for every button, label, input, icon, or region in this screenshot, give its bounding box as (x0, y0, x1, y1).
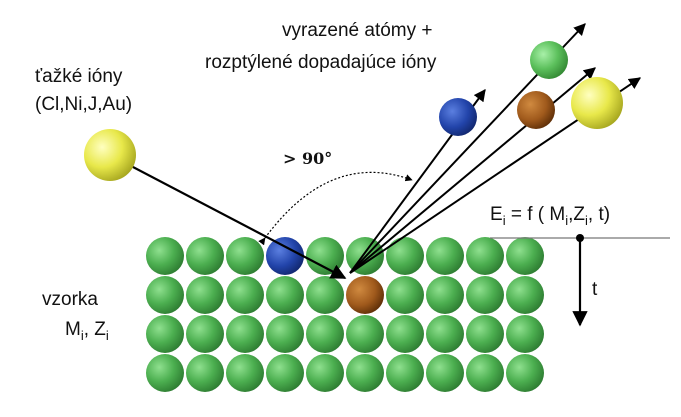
lattice-atom (146, 237, 184, 275)
incident-trajectory-arrow (109, 154, 347, 279)
incident-ion-yellow (84, 129, 136, 181)
lattice-atom (386, 237, 424, 275)
angle-arc (258, 171, 413, 246)
lattice-atom (386, 276, 424, 314)
lattice-atom (226, 276, 264, 314)
lattice-atom (386, 354, 424, 392)
lattice-atom (426, 354, 464, 392)
lattice-atom (186, 237, 224, 275)
angle-label: > 90° (283, 149, 332, 168)
surface-atom-blue (266, 237, 304, 275)
ejected-label-line1: vyrazené atómy + (282, 20, 433, 41)
depth-label: t (592, 279, 598, 300)
lattice-atom (146, 354, 184, 392)
lattice-atom (506, 276, 544, 314)
ejected-atom-green (530, 41, 568, 79)
lattice-atom (506, 237, 544, 275)
lattice-atom (426, 315, 464, 353)
lattice-atom (346, 354, 384, 392)
lattice-atom (186, 276, 224, 314)
lattice-atom (306, 315, 344, 353)
lattice-atom (186, 354, 224, 392)
ejected-atom-brown (517, 91, 555, 129)
ejected-label-line2: rozptýlené dopadajúce ióny (205, 52, 437, 73)
recoil-atom-brown (346, 276, 384, 314)
lattice-atom (146, 276, 184, 314)
energy-formula: Ei = f ( Mi,Zi, t) (490, 204, 610, 228)
lattice-atom (266, 276, 304, 314)
lattice-atom (466, 354, 504, 392)
lattice-atom (466, 315, 504, 353)
heavy-ions-species: (Cl,Ni,J,Au) (35, 94, 132, 115)
sample-lattice (146, 237, 544, 392)
scattered-ion-yellow (571, 77, 623, 129)
heavy-ions-label: ťažké ióny (35, 66, 123, 87)
lattice-atom (266, 354, 304, 392)
sample-params: Mi, Zi (65, 319, 109, 343)
lattice-atom (506, 354, 544, 392)
lattice-atom (466, 237, 504, 275)
lattice-atom (146, 315, 184, 353)
lattice-atom (506, 315, 544, 353)
lattice-atom (426, 276, 464, 314)
lattice-atom (306, 237, 344, 275)
lattice-atom (226, 237, 264, 275)
lattice-atom (426, 237, 464, 275)
lattice-atom (306, 276, 344, 314)
lattice-atom (306, 354, 344, 392)
lattice-atom (186, 315, 224, 353)
sample-label: vzorka (42, 289, 98, 310)
lattice-atom (466, 276, 504, 314)
lattice-atom (226, 354, 264, 392)
lattice-atom (386, 315, 424, 353)
lattice-atom (266, 315, 304, 353)
lattice-atom (226, 315, 264, 353)
lattice-atom (346, 315, 384, 353)
ejected-atom-blue (439, 98, 477, 136)
